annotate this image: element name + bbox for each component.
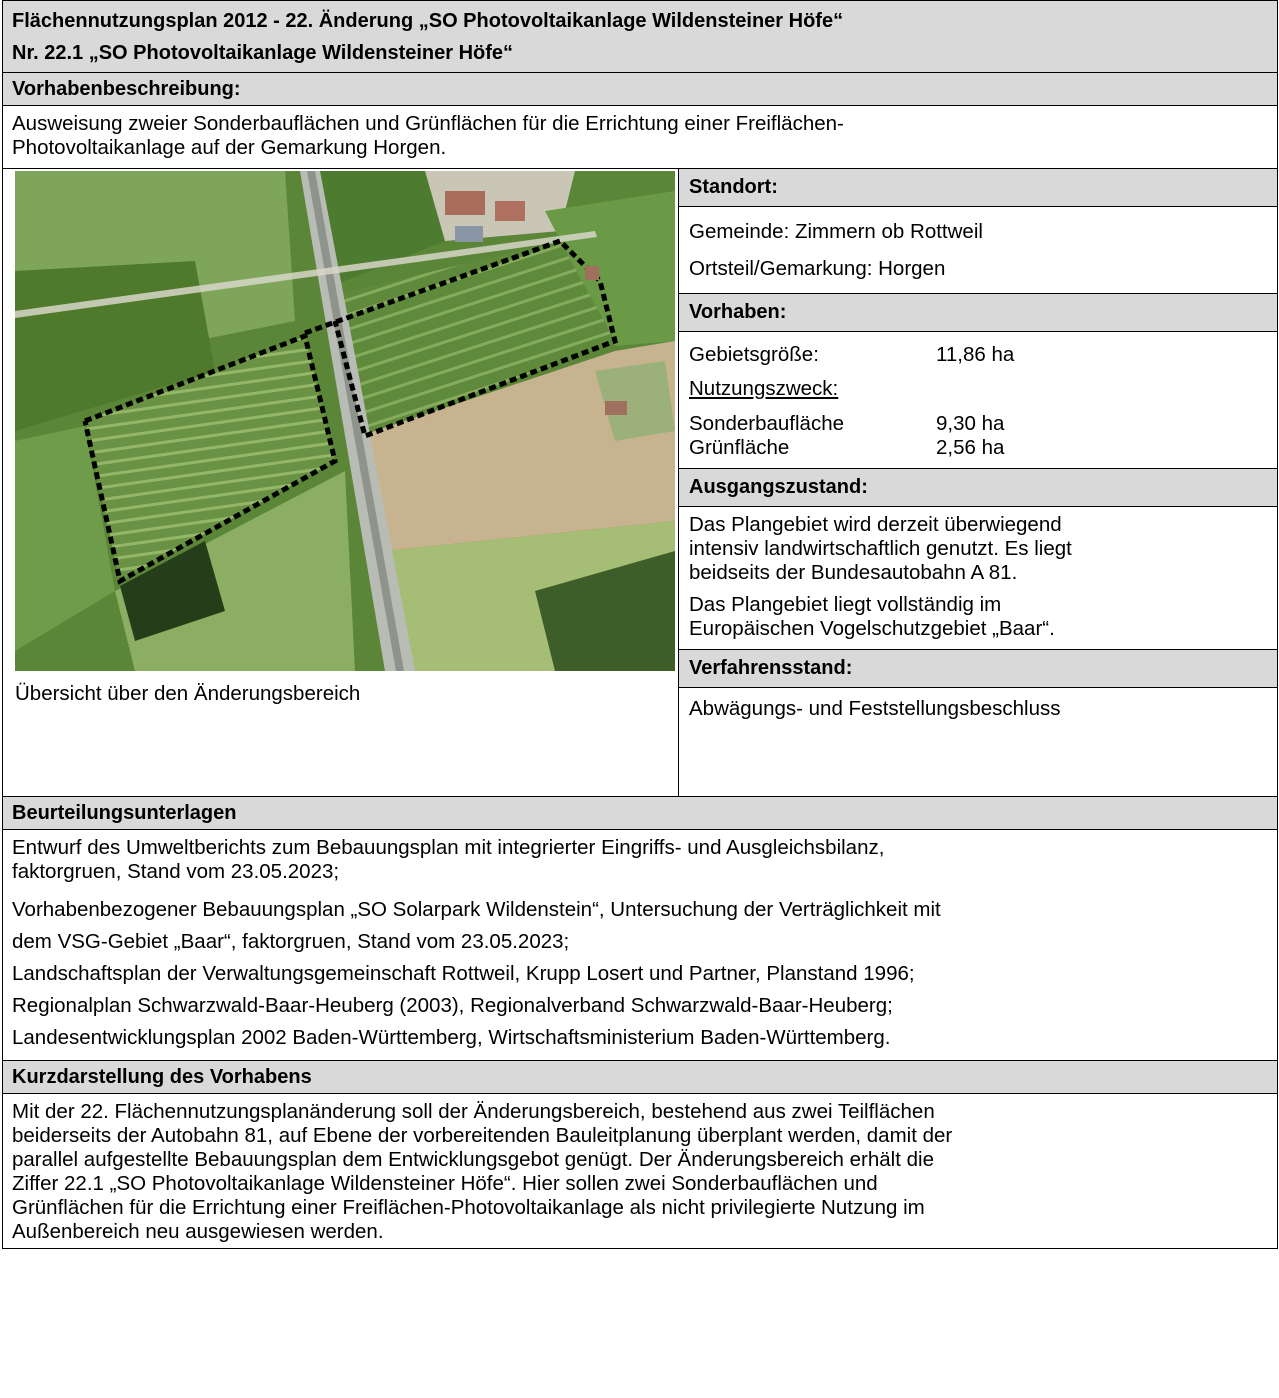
- title-line-2: Nr. 22.1 „SO Photovoltaikanlage Wildenst…: [12, 42, 514, 64]
- nutzungszweck-row: Nutzungszweck:: [679, 372, 1277, 406]
- verfahrensstand-value: Abwägungs- und Feststellungsbeschluss: [689, 697, 1061, 720]
- sonderbauflaeche-label: Sonderbaufläche: [689, 412, 845, 435]
- beurteilungsunterlagen-header: Beurteilungsunterlagen: [3, 797, 1277, 830]
- gebietsgroesse-row: Gebietsgröße: 11,86 ha: [679, 338, 1277, 372]
- beurteilung-item-1-line-1: Entwurf des Umweltberichts zum Bebauungs…: [12, 836, 885, 859]
- ausgangszustand-header: Ausgangszustand:: [679, 469, 1277, 507]
- ausgangszustand-body: Das Plangebiet wird derzeit überwiegend …: [679, 507, 1277, 650]
- ausgangszustand-line-4: Das Plangebiet liegt vollständig im: [689, 593, 1002, 616]
- gruenflaeche-row: Grünfläche 2,56 ha: [679, 436, 1277, 462]
- kurzdarstellung-line-6: Außenbereich neu ausgewiesen werden.: [12, 1220, 384, 1243]
- aerial-map-image: [15, 171, 675, 671]
- beurteilung-item-4: Regionalplan Schwarzwald-Baar-Heuberg (2…: [12, 994, 893, 1017]
- kurzdarstellung-header: Kurzdarstellung des Vorhabens: [3, 1061, 1277, 1094]
- map-cell: Übersicht über den Änderungsbereich: [3, 169, 679, 796]
- vorhaben-body: Gebietsgröße: 11,86 ha Nutzungszweck: So…: [679, 332, 1277, 469]
- kurzdarstellung-line-5: Grünflächen für die Errichtung einer Fre…: [12, 1196, 925, 1219]
- sonderbauflaeche-row: Sonderbaufläche 9,30 ha: [679, 412, 1277, 436]
- ausgangszustand-line-2: intensiv landwirtschaftlich genutzt. Es …: [689, 537, 1072, 560]
- vorhabenbeschreibung-line-1: Ausweisung zweier Sonderbauflächen und G…: [12, 112, 844, 135]
- kurzdarstellung-body: Mit der 22. Flächennutzungsplanänderung …: [3, 1094, 1277, 1248]
- kurzdarstellung-line-4: Ziffer 22.1 „SO Photovoltaikanlage Wilde…: [12, 1172, 878, 1195]
- gruenflaeche-label: Grünfläche: [689, 436, 790, 459]
- sonderbauflaeche-value: 9,30 ha: [936, 412, 1005, 435]
- document-table: Flächennutzungsplan 2012 - 22. Änderung …: [2, 0, 1278, 1249]
- standort-header: Standort:: [679, 169, 1277, 207]
- gebietsgroesse-label: Gebietsgröße:: [689, 343, 819, 366]
- map-caption: Übersicht über den Änderungsbereich: [15, 682, 361, 705]
- vorhabenbeschreibung-line-2: Photovoltaikanlage auf der Gemarkung Hor…: [12, 136, 447, 159]
- kurzdarstellung-line-1: Mit der 22. Flächennutzungsplanänderung …: [12, 1100, 935, 1123]
- ausgangszustand-line-5: Europäischen Vogelschutzgebiet „Baar“.: [689, 617, 1055, 640]
- beurteilung-item-2-line-1: Vorhabenbezogener Bebauungsplan „SO Sola…: [12, 898, 941, 921]
- gebietsgroesse-value: 11,86 ha: [936, 343, 1015, 366]
- beurteilung-item-2: Vorhabenbezogener Bebauungsplan „SO Sola…: [3, 894, 1277, 958]
- kurzdarstellung-line-2: beiderseits der Autobahn 81, auf Ebene d…: [12, 1124, 953, 1147]
- vorhabenbeschreibung-text: Ausweisung zweier Sonderbauflächen und G…: [3, 106, 1277, 169]
- nutzungszweck-label: Nutzungszweck:: [689, 377, 839, 400]
- beurteilung-item-2-line-2: dem VSG-Gebiet „Baar“, faktorgruen, Stan…: [12, 930, 570, 953]
- beurteilung-item-1-line-2: faktorgruen, Stand vom 23.05.2023;: [12, 860, 340, 883]
- beurteilungsunterlagen-body: Entwurf des Umweltberichts zum Bebauungs…: [3, 830, 1277, 1061]
- vorhabenbeschreibung-header: Vorhabenbeschreibung:: [3, 73, 1277, 106]
- standort-body: Gemeinde: Zimmern ob Rottweil Ortsteil/G…: [679, 207, 1277, 294]
- gruenflaeche-value: 2,56 ha: [936, 436, 1005, 459]
- beurteilung-item-3: Landschaftsplan der Verwaltungsgemeinsch…: [12, 962, 915, 985]
- document-title: Flächennutzungsplan 2012 - 22. Änderung …: [3, 1, 1277, 73]
- overview-row: Übersicht über den Änderungsbereich Stan…: [3, 169, 1277, 797]
- kurzdarstellung-line-3: parallel aufgestellte Bebauungsplan dem …: [12, 1148, 934, 1171]
- ausgangszustand-line-3: beidseits der Bundesautobahn A 81.: [689, 561, 1018, 584]
- verfahrensstand-header: Verfahrensstand:: [679, 650, 1277, 688]
- standort-ortsteil: Ortsteil/Gemarkung: Horgen: [689, 257, 946, 280]
- title-line-1: Flächennutzungsplan 2012 - 22. Änderung …: [12, 10, 844, 32]
- ausgangszustand-line-1: Das Plangebiet wird derzeit überwiegend: [689, 513, 1062, 536]
- standort-gemeinde: Gemeinde: Zimmern ob Rottweil: [689, 220, 983, 243]
- beurteilung-item-5: Landesentwicklungsplan 2002 Baden-Württe…: [12, 1026, 891, 1049]
- vorhaben-header: Vorhaben:: [679, 294, 1277, 332]
- beurteilung-item-1: Entwurf des Umweltberichts zum Bebauungs…: [3, 836, 1277, 884]
- info-cell: Standort: Gemeinde: Zimmern ob Rottweil …: [679, 169, 1277, 796]
